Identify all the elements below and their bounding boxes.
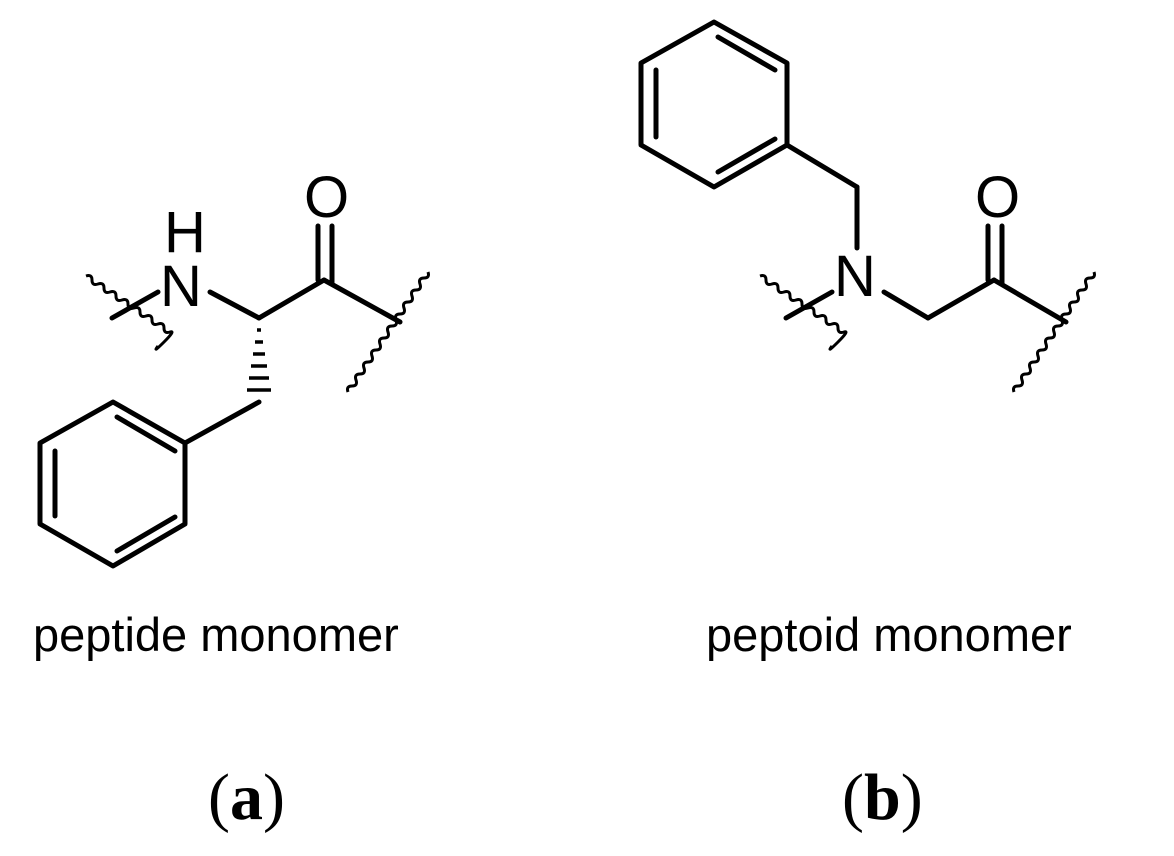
panel-label-b: (b) bbox=[842, 760, 923, 836]
panel-label-b-close: ) bbox=[900, 761, 923, 834]
peptide-hashed-wedge bbox=[247, 328, 271, 392]
panel-label-a: (a) bbox=[208, 760, 285, 836]
peptoid-left-wavy-bond bbox=[759, 274, 848, 351]
peptoid-bond-left-n bbox=[783, 289, 835, 321]
peptide-h-atom: H bbox=[164, 200, 206, 265]
peptoid-ring-inner-2 bbox=[715, 136, 778, 175]
peptide-bond-co-right bbox=[321, 277, 403, 325]
peptoid-n-atom: N bbox=[834, 244, 876, 309]
peptoid-bond-co-right bbox=[991, 277, 1069, 325]
peptide-bond-n-calpha bbox=[207, 289, 262, 321]
peptoid-bond-ring-ch2 bbox=[784, 142, 860, 190]
peptide-right-wavy-bond bbox=[346, 271, 430, 393]
peptide-caption: peptide monomer bbox=[33, 608, 399, 661]
peptoid-o-atom: O bbox=[975, 165, 1020, 230]
peptoid-caption: peptoid monomer bbox=[706, 608, 1072, 661]
peptoid-benzene-ring bbox=[638, 19, 790, 190]
panel-label-a-letter: a bbox=[229, 761, 263, 834]
peptide-bond-calpha-co bbox=[256, 277, 327, 321]
peptide-n-atom: N bbox=[160, 254, 202, 319]
peptide-bond-left-n bbox=[109, 289, 161, 321]
peptoid-bond-n-ch2 bbox=[881, 289, 931, 321]
peptide-o-atom: O bbox=[304, 165, 349, 230]
panel-label-a-open: ( bbox=[208, 761, 230, 834]
peptoid-right-wavy-bond bbox=[1012, 271, 1096, 393]
peptide-ring-inner-3 bbox=[114, 514, 178, 554]
peptoid-bond-ch2-co bbox=[925, 277, 997, 321]
peptide-benzene-ring bbox=[37, 399, 188, 569]
panel-label-b-letter: b bbox=[863, 761, 901, 834]
panel-label-b-open: ( bbox=[842, 761, 864, 834]
peptide-ring-inner-1 bbox=[114, 414, 178, 454]
peptoid-ring-inner-1 bbox=[715, 34, 778, 73]
panel-label-a-close: ) bbox=[262, 761, 285, 834]
peptide-bond-ch2-ring bbox=[182, 399, 262, 446]
